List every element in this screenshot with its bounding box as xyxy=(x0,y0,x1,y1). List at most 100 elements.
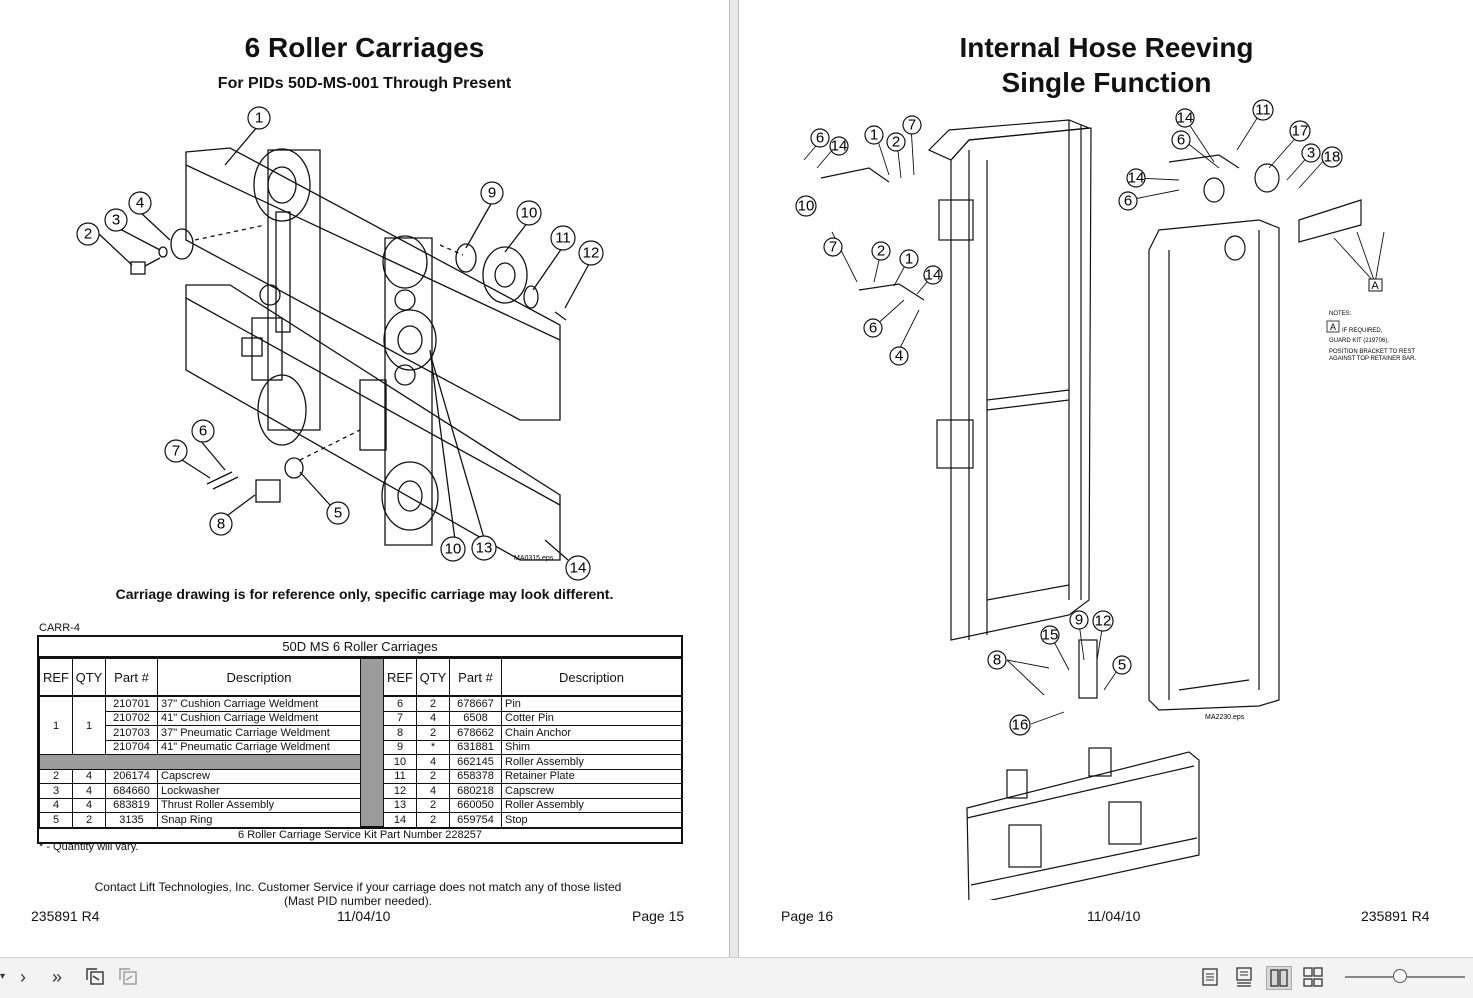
callout-6b: 6 xyxy=(863,318,883,338)
callout-6d: 6 xyxy=(1118,191,1138,211)
callout-16: 16 xyxy=(1009,714,1031,736)
callout-balloons: 1 2 3 4 5 6 7 8 9 10 11 12 10 13 14 xyxy=(76,106,604,581)
table-cell: 2 xyxy=(416,725,450,741)
two-page-view-icon[interactable] xyxy=(1266,966,1292,990)
table-cell: 4 xyxy=(72,768,106,784)
callout-8: 8 xyxy=(209,512,233,536)
svg-text:9: 9 xyxy=(1075,612,1083,629)
guard-marker-box xyxy=(1368,278,1383,292)
callout-12: 12 xyxy=(1092,610,1114,632)
table-cell: 4 xyxy=(416,754,450,770)
svg-text:7: 7 xyxy=(908,117,916,134)
svg-text:14: 14 xyxy=(570,560,587,577)
svg-text:8: 8 xyxy=(217,516,225,533)
table-cell: Capscrew xyxy=(157,768,361,784)
footer-date: 11/04/10 xyxy=(1087,908,1141,924)
callout-11: 11 xyxy=(1252,99,1274,121)
svg-text:5: 5 xyxy=(1118,657,1126,674)
table-cell: 678667 xyxy=(449,695,502,712)
svg-text:7: 7 xyxy=(172,443,180,460)
svg-text:12: 12 xyxy=(583,245,600,262)
guard-marker: A xyxy=(1371,280,1379,292)
notes-line-1: IF REQUIRED, xyxy=(1342,328,1383,334)
single-page-view-icon[interactable] xyxy=(1200,966,1220,988)
callout-4: 4 xyxy=(889,346,909,366)
callout-14b: 14 xyxy=(923,265,943,285)
last-page-button[interactable]: » xyxy=(52,967,63,987)
table-cell: 4 xyxy=(39,797,73,813)
table-row: 4 4 683819 Thrust Roller Assembly 13 2 6… xyxy=(39,797,682,813)
header-description: Description xyxy=(157,658,361,697)
callout-14d: 14 xyxy=(1126,168,1146,188)
table-cell: 210704 xyxy=(105,739,158,755)
footer-doc-number: 235891 R4 xyxy=(1361,908,1430,924)
callout-9: 9 xyxy=(1069,610,1089,630)
two-page-continuous-icon[interactable] xyxy=(1302,966,1324,988)
table-cell: 41" Cushion Carriage Weldment xyxy=(157,710,361,726)
triangle-down-icon[interactable]: ▾ xyxy=(0,971,6,982)
table-cell: 660050 xyxy=(449,797,502,813)
callout-2b: 2 xyxy=(871,241,891,261)
table-cell: Retainer Plate xyxy=(501,768,682,784)
svg-text:2: 2 xyxy=(877,243,885,260)
callout-17: 17 xyxy=(1289,120,1311,142)
svg-text:17: 17 xyxy=(1292,123,1309,140)
svg-text:6: 6 xyxy=(1124,193,1132,210)
next-page-button[interactable]: › xyxy=(20,967,26,987)
callout-1b: 1 xyxy=(899,249,919,269)
parts-table: 50D MS 6 Roller Carriages REF QTY Part #… xyxy=(37,635,683,844)
svg-text:1: 1 xyxy=(255,110,263,127)
table-cell: Lockwasher xyxy=(157,783,361,799)
table-row: 10 4 662145 Roller Assembly xyxy=(39,754,682,770)
table-cell: 631881 xyxy=(449,739,502,755)
go-forward-icon[interactable] xyxy=(117,966,139,988)
table-cell: 662145 xyxy=(449,754,502,770)
table-cell: 1 xyxy=(39,695,73,755)
svg-text:6: 6 xyxy=(816,130,824,147)
page-title-line-2: Single Function xyxy=(1001,67,1212,98)
header-ref-2: REF xyxy=(383,658,417,697)
svg-text:13: 13 xyxy=(476,540,493,557)
callout-13: 13 xyxy=(471,535,497,561)
table-cell: Thrust Roller Assembly xyxy=(157,797,361,813)
continuous-view-icon[interactable] xyxy=(1234,966,1254,988)
go-back-icon[interactable] xyxy=(84,966,106,988)
table-cell: 9 xyxy=(383,739,417,755)
header-part: Part # xyxy=(105,658,158,697)
table-cell: 659754 xyxy=(449,812,502,828)
table-cell: Shim xyxy=(501,739,682,755)
svg-text:2: 2 xyxy=(892,134,900,151)
drawing-id: MA0315.eps xyxy=(514,555,554,562)
zoom-slider-thumb[interactable] xyxy=(1393,969,1407,983)
callout-4: 4 xyxy=(128,191,152,215)
svg-text:2: 2 xyxy=(84,226,92,243)
table-cell: 683819 xyxy=(105,797,158,813)
table-row: 210704 41" Pneumatic Carriage Weldment 9… xyxy=(40,739,682,755)
callout-9: 9 xyxy=(480,181,504,205)
callout-1: 1 xyxy=(864,125,884,145)
table-row: 210702 41" Cushion Carriage Weldment 7 4… xyxy=(40,710,682,726)
drawing-notes: NOTES: A IF REQUIRED, GUARD KIT (219706)… xyxy=(1326,311,1416,362)
service-kit-line: 6 Roller Carriage Service Kit Part Numbe… xyxy=(39,828,681,842)
table-cell: Chain Anchor xyxy=(501,725,682,741)
table-cell: 41" Pneumatic Carriage Weldment xyxy=(157,739,361,755)
table-cell: 210701 xyxy=(105,695,158,712)
contact-line-2: (Mast PID number needed). xyxy=(283,894,433,908)
callout-6: 6 xyxy=(810,128,830,148)
hose-reeving-drawing: 6 14 1 2 7 10 7 2 1 14 6 4 14 6 11 17 3 … xyxy=(795,99,1416,900)
svg-text:7: 7 xyxy=(829,239,837,256)
callout-11: 11 xyxy=(550,225,576,251)
notes-line-2: GUARD KIT (219706). xyxy=(1329,338,1389,344)
callout-6: 6 xyxy=(191,419,215,443)
table-cell: 4 xyxy=(416,783,450,799)
table-cell: 658378 xyxy=(449,768,502,784)
table-cell: 4 xyxy=(416,710,450,726)
carriage-exploded-drawing: 1 2 3 4 5 6 7 8 9 10 11 12 10 13 14 MA03… xyxy=(76,106,604,581)
table-cell: 678662 xyxy=(449,725,502,741)
table-cell: 206174 xyxy=(105,768,158,784)
table-cell: 37" Pneumatic Carriage Weldment xyxy=(157,725,361,741)
callout-14c: 14 xyxy=(1175,108,1195,128)
table-cell: Roller Assembly xyxy=(501,754,682,770)
table-cell: Pin xyxy=(501,695,682,712)
svg-text:9: 9 xyxy=(488,185,496,202)
